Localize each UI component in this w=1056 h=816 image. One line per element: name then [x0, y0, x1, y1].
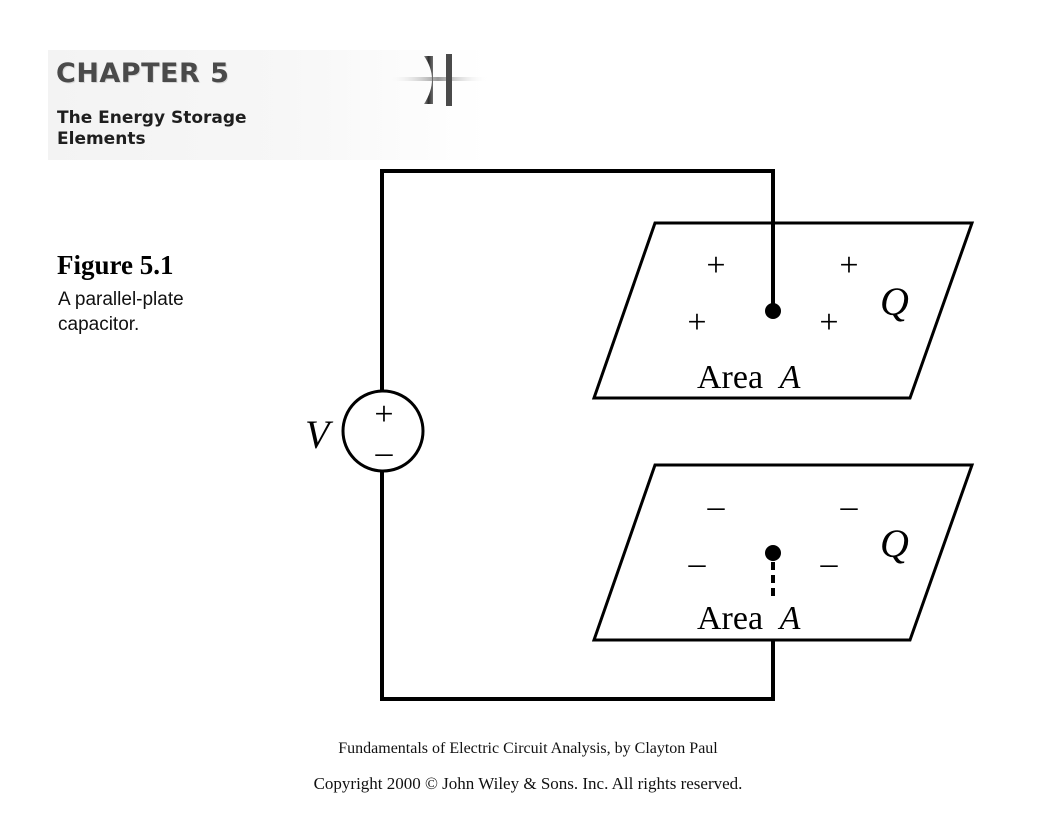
chapter-header-banner — [48, 50, 488, 160]
top-plate-sign: + — [687, 304, 706, 341]
bottom-wire — [380, 472, 775, 701]
top-plate-contact-dot — [765, 303, 781, 319]
bottom-plate-sign: – — [688, 545, 707, 582]
figure-caption-line-1: A parallel-plate — [58, 289, 184, 310]
voltage-source-circle — [341, 389, 425, 473]
top-plate-sign: + — [839, 247, 858, 284]
top-plate-area-symbol: A — [778, 359, 801, 396]
capacitor-logo-icon — [388, 54, 488, 106]
chapter-subtitle-line-1: The Energy Storage — [57, 108, 247, 128]
chapter-title: CHAPTER 5 — [56, 58, 230, 89]
figure-caption-line-2: capacitor. — [58, 314, 140, 335]
bottom-plate — [591, 463, 975, 642]
chapter-subtitle: The Energy Storage Elements — [57, 108, 357, 150]
top-plate-sign: + — [819, 304, 838, 341]
top-plate-area-word: Area — [697, 359, 763, 396]
capacitor-circuit-diagram: + – V + + + + Q Area A – – – – Q Area A — [305, 169, 975, 701]
bottom-plate-sign: – — [840, 488, 859, 525]
top-plate-charge-label: Q — [880, 279, 909, 324]
bottom-plate-sign: – — [707, 488, 726, 525]
top-plate — [591, 221, 975, 400]
bottom-plate-area-symbol: A — [778, 600, 801, 637]
bottom-plate-charge-label: Q — [880, 521, 909, 566]
bottom-plate-area-label: Area A — [697, 600, 801, 637]
bottom-plate-sign: – — [820, 545, 839, 582]
book-credit: Fundamentals of Electric Circuit Analysi… — [338, 740, 718, 757]
figure-caption: A parallel-plate capacitor. — [58, 287, 238, 337]
chapter-subtitle-line-2: Elements — [57, 129, 146, 149]
figure-label: Figure 5.1 — [57, 250, 174, 280]
bottom-plate-area-word: Area — [697, 600, 763, 637]
source-minus-sign: – — [375, 434, 394, 471]
voltage-label: V — [305, 412, 334, 457]
top-plate-sign: + — [706, 247, 725, 284]
source-plus-sign: + — [374, 396, 393, 433]
top-plate-area-label: Area A — [697, 359, 801, 396]
bottom-plate-contact-dot — [765, 545, 781, 561]
copyright-notice: Copyright 2000 © John Wiley & Sons. Inc.… — [313, 774, 743, 793]
